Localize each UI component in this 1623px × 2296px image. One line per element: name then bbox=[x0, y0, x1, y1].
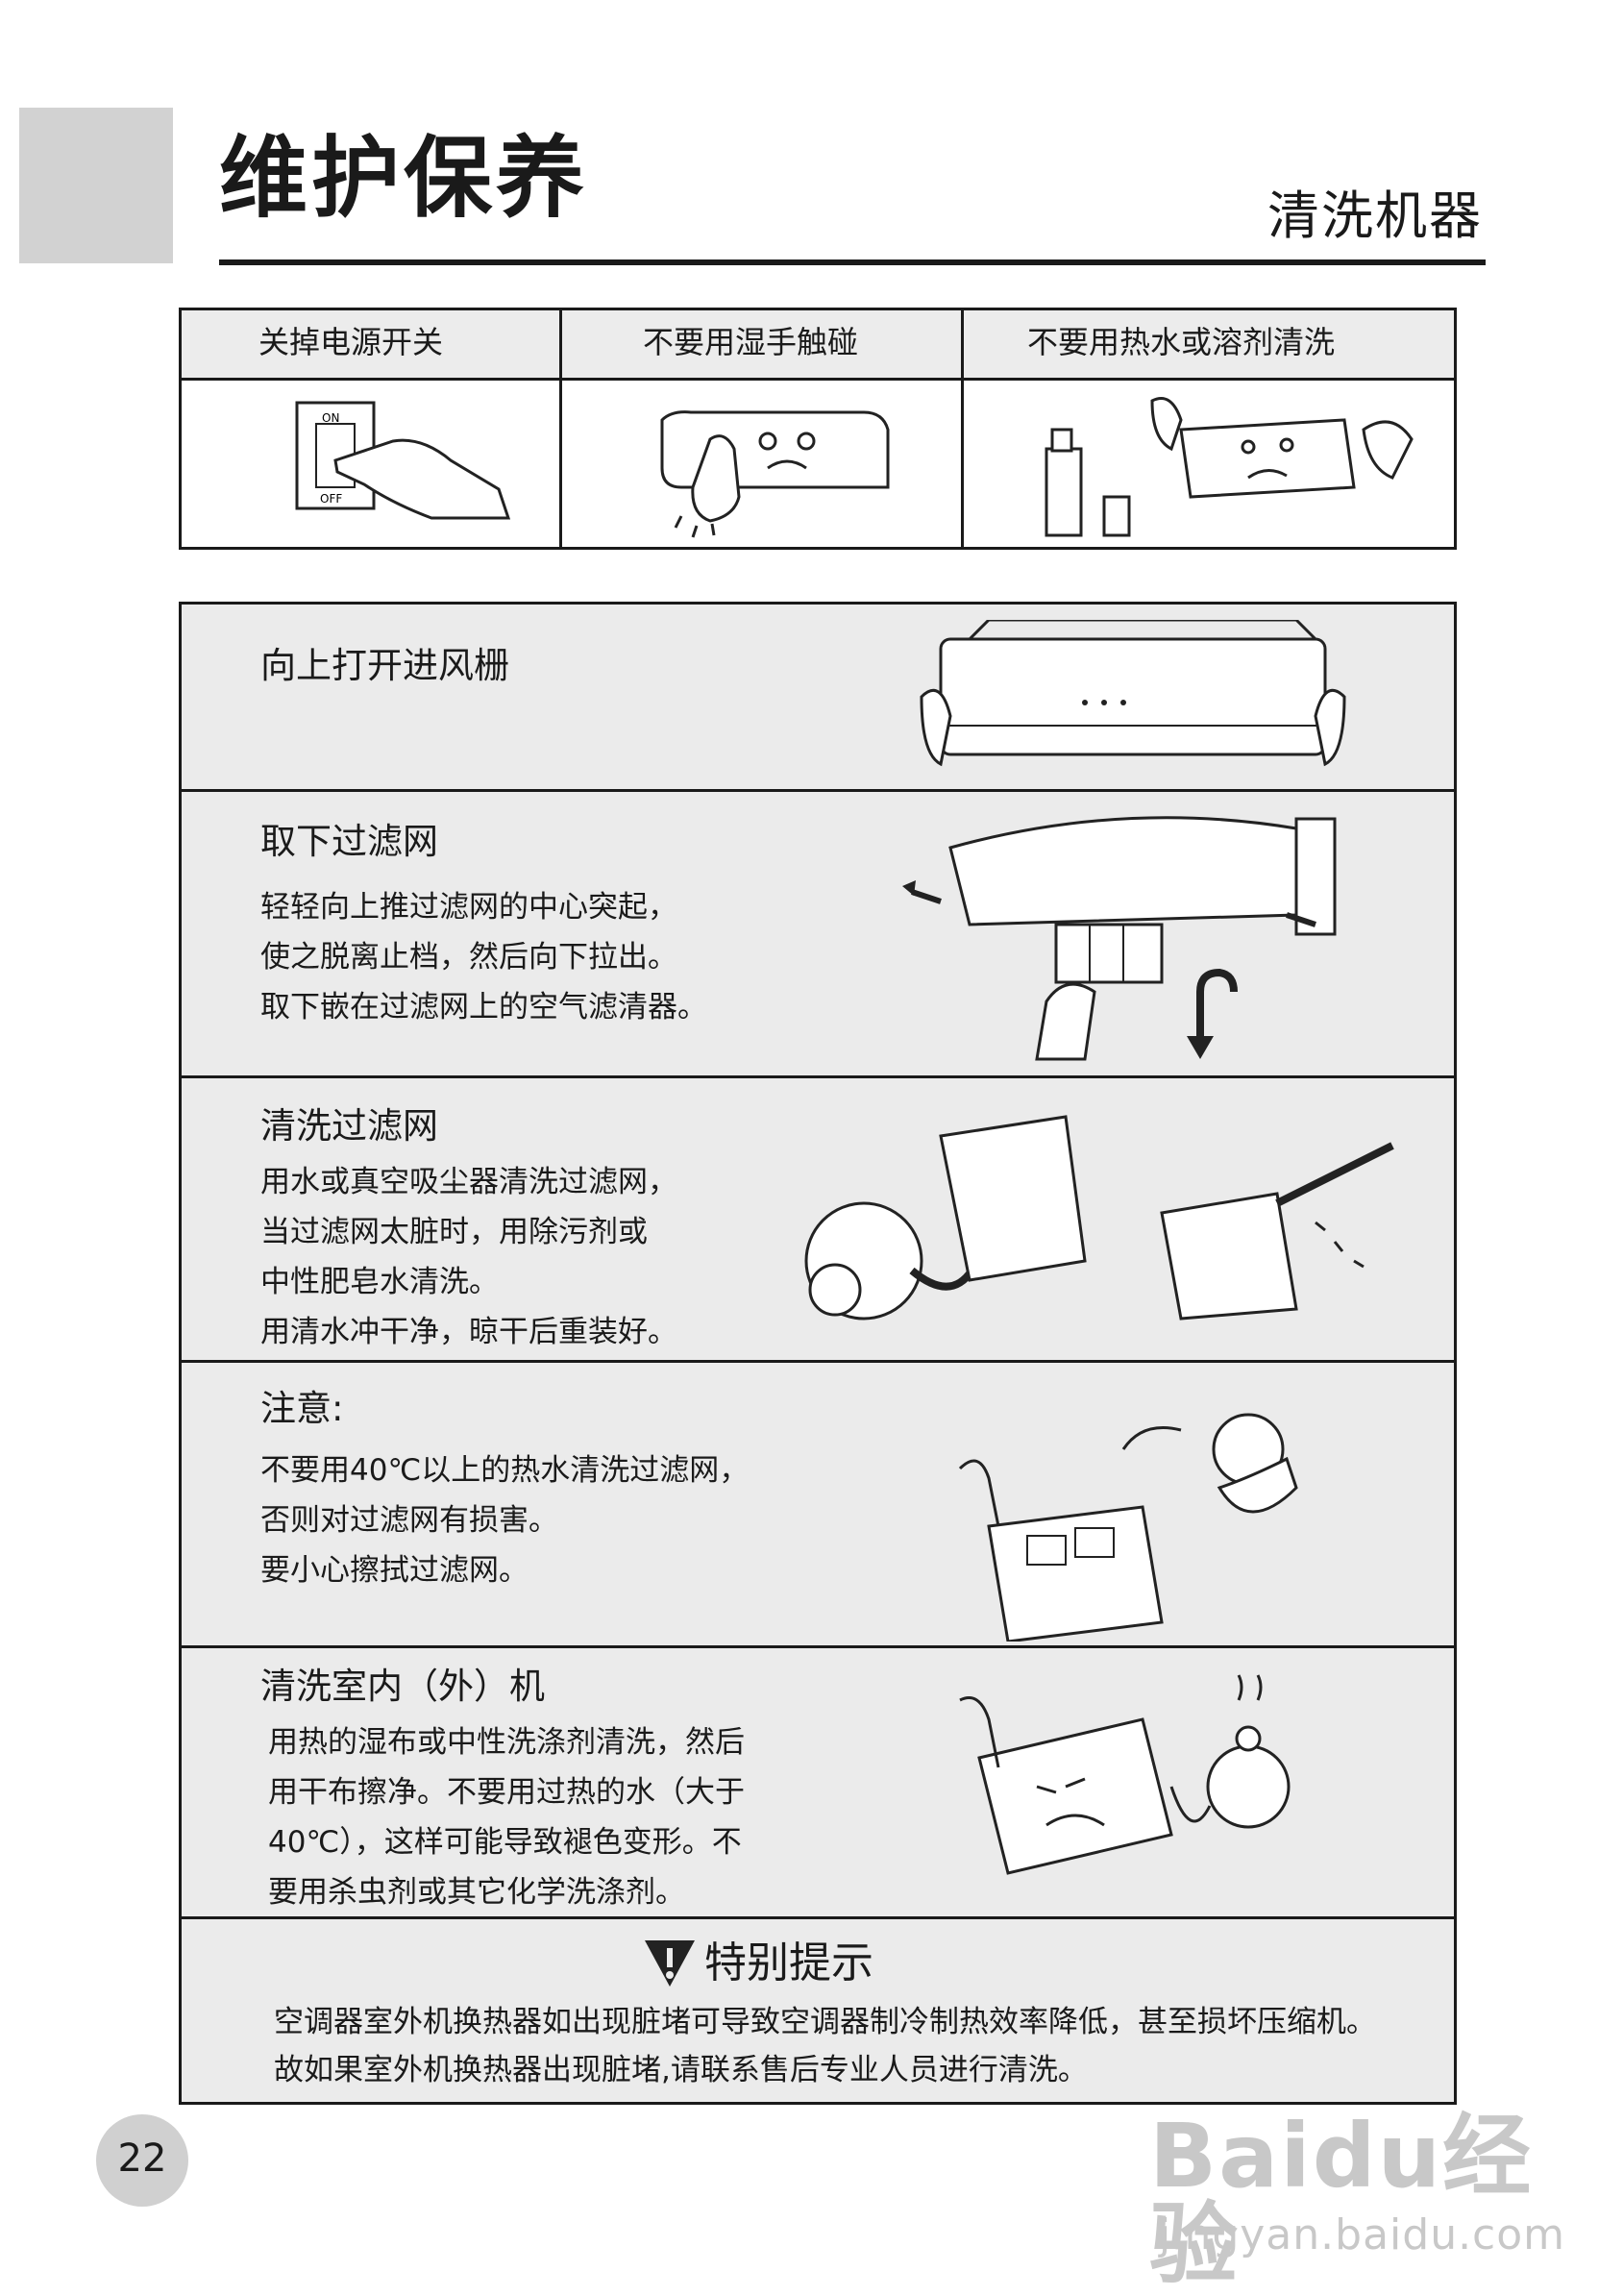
header-rule bbox=[219, 259, 1486, 265]
step-title: 取下过滤网 bbox=[260, 821, 438, 862]
step-body: 不要用40℃以上的热水清洗过滤网， 否则对过滤网有损害。 要小心擦拭过滤网。 bbox=[260, 1453, 750, 1588]
precaution-label-wet-hands: 不要用湿手触碰 bbox=[643, 324, 859, 360]
remove-filter-illustration bbox=[902, 816, 1337, 1061]
notice-title: 特别提示 bbox=[704, 1938, 873, 1987]
page-title: 维护保养 bbox=[219, 127, 589, 230]
special-notice: 特别提示 空调器室外机换热器如出现脏堵可导致空调器制冷制热效率降低，甚至损坏压缩… bbox=[182, 1919, 1454, 2102]
table-divider bbox=[559, 310, 562, 547]
clean-unit-illustration bbox=[959, 1674, 1291, 1875]
page-number-badge bbox=[96, 2114, 188, 2207]
cleaning-steps-panel: 向上打开进风栅 取下过滤网 轻轻向上推过滤网的中心突起， 使之脱离止档，然后向下… bbox=[179, 602, 1457, 2105]
step-caution: 注意: 不要用40℃以上的热水清洗过滤网， 否则对过滤网有损害。 要小心擦拭过滤… bbox=[182, 1363, 1454, 1648]
step-title: 向上打开进风栅 bbox=[260, 645, 509, 686]
precautions-header-row bbox=[182, 310, 1454, 381]
warning-icon bbox=[645, 1940, 695, 1987]
step-body: 用水或真空吸尘器清洗过滤网， 当过滤网太脏时，用除污剂或 中性肥皂水清洗。 用清… bbox=[260, 1165, 677, 1349]
open-grille-illustration bbox=[920, 620, 1346, 767]
power-switch-illustration: ON OFF bbox=[295, 401, 511, 520]
page-number: 22 bbox=[117, 2136, 167, 2181]
step-title: 注意: bbox=[260, 1388, 344, 1429]
precaution-label-no-hot-water: 不要用热水或溶剂清洗 bbox=[1027, 324, 1336, 360]
step-body: 轻轻向上推过滤网的中心突起， 使之脱离止档，然后向下拉出。 取下嵌在过滤网上的空… bbox=[260, 890, 707, 1025]
page-subtitle: 清洗机器 bbox=[1267, 185, 1483, 246]
table-divider bbox=[961, 310, 964, 547]
caution-illustration bbox=[958, 1413, 1298, 1642]
step-title: 清洗室内（外）机 bbox=[260, 1666, 545, 1707]
step-open-grille: 向上打开进风栅 bbox=[182, 605, 1454, 792]
notice-body: 空调器室外机换热器如出现脏堵可导致空调器制冷制热效率降低，甚至损坏压缩机。故如果… bbox=[274, 2005, 1376, 2087]
section-tab-block bbox=[19, 108, 173, 263]
solvent-illustration bbox=[1045, 397, 1414, 537]
watermark-url: jingyan.baidu.com bbox=[1159, 2210, 1566, 2259]
wet-hand-illustration bbox=[660, 410, 890, 538]
watermark-brand: Baidu经验 bbox=[1149, 2105, 1534, 2296]
precautions-table: 关掉电源开关 不要用湿手触碰 不要用热水或溶剂清洗 ON OFF bbox=[179, 308, 1457, 550]
step-clean-filter: 清洗过滤网 用水或真空吸尘器清洗过滤网， 当过滤网太脏时，用除污剂或 中性肥皂水… bbox=[182, 1078, 1454, 1363]
switch-off-label: OFF bbox=[320, 492, 342, 506]
clean-filter-illustration bbox=[804, 1115, 1394, 1321]
step-remove-filter: 取下过滤网 轻轻向上推过滤网的中心突起， 使之脱离止档，然后向下拉出。 取下嵌在… bbox=[182, 792, 1454, 1078]
step-body: 用热的湿布或中性洗涤剂清洗，然后 用干布擦净。不要用过热的水（大于 40℃），这… bbox=[268, 1725, 745, 1910]
precaution-label-power: 关掉电源开关 bbox=[258, 324, 444, 360]
step-title: 清洗过滤网 bbox=[260, 1105, 438, 1147]
step-clean-unit: 清洗室内（外）机 用热的湿布或中性洗涤剂清洗，然后 用干布擦净。不要用过热的水（… bbox=[182, 1648, 1454, 1919]
switch-on-label: ON bbox=[322, 411, 339, 425]
